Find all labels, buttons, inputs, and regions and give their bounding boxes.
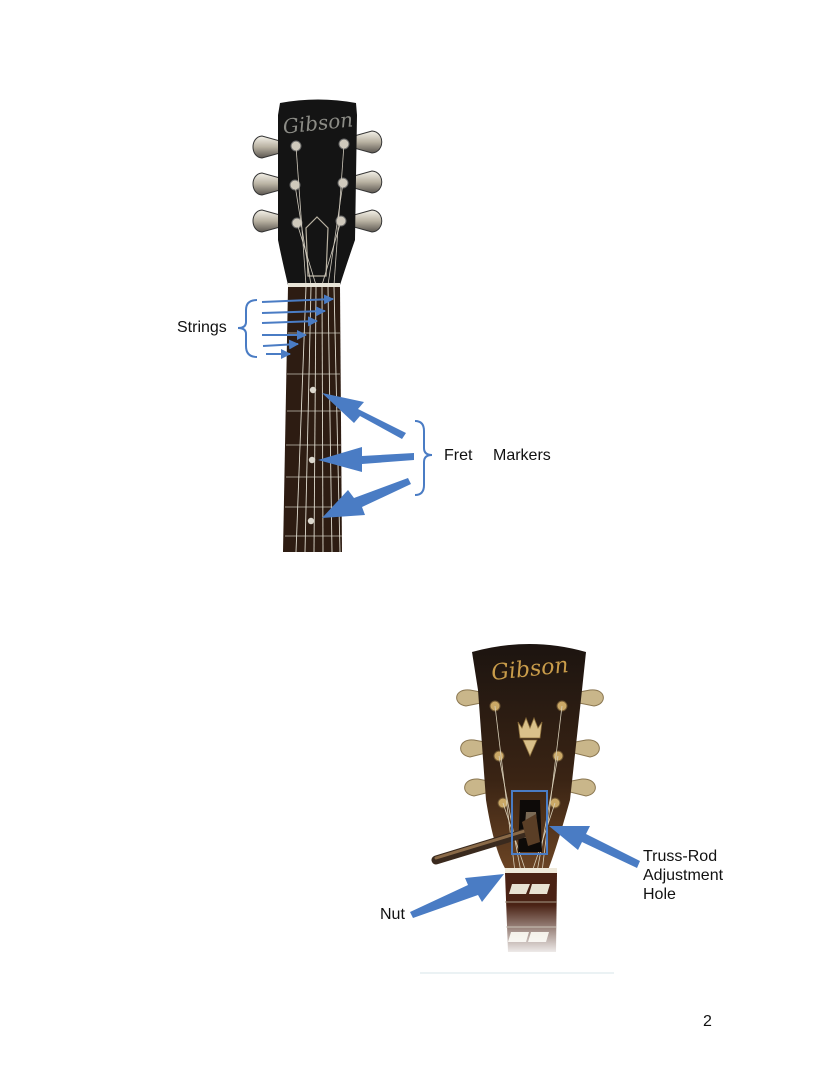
strings-bracket xyxy=(237,299,258,358)
acoustic-nut xyxy=(505,868,557,873)
fret-marker-arrows xyxy=(318,393,414,518)
truss-rod-label: Truss-Rod Adjustment Hole xyxy=(643,847,723,904)
acoustic-headstock xyxy=(472,644,586,870)
truss-rod-arrow xyxy=(549,826,640,868)
fret-label: Fret xyxy=(444,447,473,464)
nut-arrow xyxy=(410,874,504,918)
page-number: 2 xyxy=(703,1013,712,1030)
fretboard xyxy=(283,287,342,552)
strings-label: Strings xyxy=(177,319,227,336)
strings-arrows xyxy=(261,294,334,359)
fret-marker-dots xyxy=(307,386,317,525)
tuner-keys-left xyxy=(252,135,281,233)
truss-rod-highlight-box xyxy=(511,790,548,855)
truss-rod-label-line2: Adjustment xyxy=(643,867,724,884)
crown-inlay xyxy=(517,716,543,757)
frets xyxy=(285,332,342,537)
nut xyxy=(288,283,340,287)
tuner-keys-right xyxy=(353,130,383,233)
truss-rod-cover xyxy=(305,216,329,277)
markers-label: Markers xyxy=(493,447,551,464)
truss-rod-label-line1: Truss-Rod xyxy=(643,848,718,865)
truss-rod-label-line3: Hole xyxy=(643,886,676,903)
fret-markers-bracket xyxy=(414,420,433,496)
nut-label: Nut xyxy=(380,906,405,923)
